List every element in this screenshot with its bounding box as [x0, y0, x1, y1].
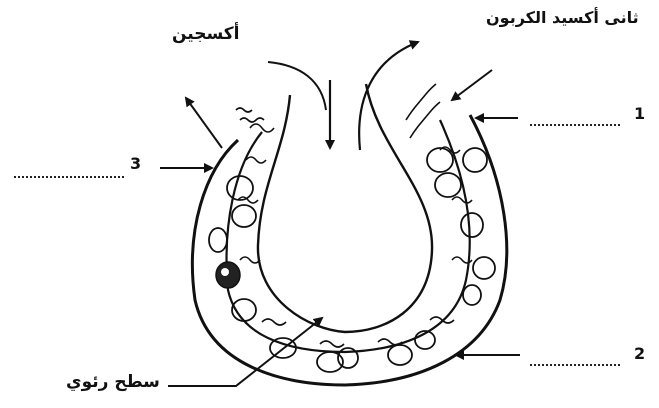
white-blood-cell: [216, 262, 240, 288]
oxygen-inflow-curve: [268, 62, 326, 110]
lung-surface-label: سطح رئوي: [66, 372, 160, 392]
alveolus-inner-wall: [258, 84, 432, 332]
blank-3-number: 3: [130, 154, 141, 174]
blood-outflow-arrow: [186, 98, 222, 148]
blank-2-line: [530, 364, 620, 366]
right-braided-wall: [406, 84, 440, 138]
left-braided-wall: [236, 108, 264, 122]
carbon-dioxide-label: ثانى أكسيد الكربون: [486, 8, 639, 28]
blank-2-number: 2: [634, 344, 645, 364]
blank-1-number: 1: [634, 104, 645, 124]
blank-3-line: [14, 176, 124, 178]
co2-diffusion-arrow: [452, 70, 492, 100]
capillary-outer-wall: [192, 115, 506, 385]
blank-1-line: [530, 124, 620, 126]
oxygen-label: أكسجين: [172, 24, 240, 44]
alveolar-epithelium: [238, 124, 472, 347]
lung-surface-pointer: [168, 318, 322, 386]
white-blood-cell-nucleus: [221, 268, 229, 276]
